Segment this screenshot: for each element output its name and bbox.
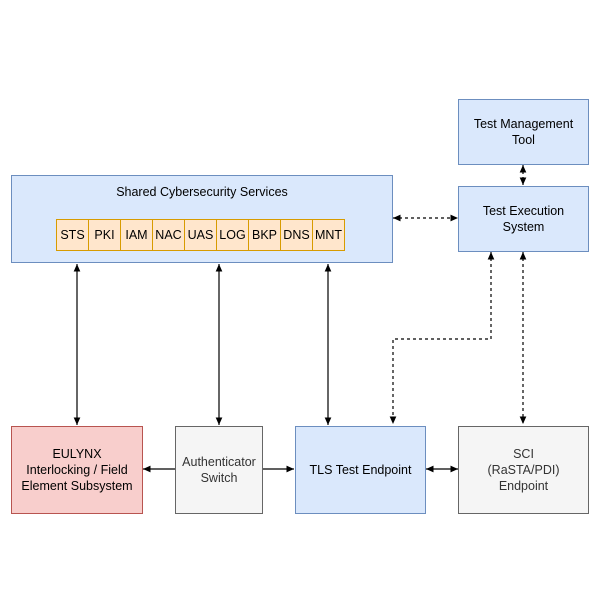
services-row: STS PKI IAM NAC UAS LOG BKP DNS MNT xyxy=(56,219,345,251)
service-mnt[interactable]: MNT xyxy=(312,219,345,251)
service-nac[interactable]: NAC xyxy=(152,219,185,251)
sci-endpoint-node[interactable]: SCI (RaSTA/PDI) Endpoint xyxy=(458,426,589,514)
test-management-tool-node[interactable]: Test Management Tool xyxy=(458,99,589,165)
service-iam[interactable]: IAM xyxy=(120,219,153,251)
service-log[interactable]: LOG xyxy=(216,219,249,251)
service-pki[interactable]: PKI xyxy=(88,219,121,251)
shared-services-title: Shared Cybersecurity Services xyxy=(116,185,288,199)
edge-execution-tls xyxy=(389,252,495,424)
service-dns[interactable]: DNS xyxy=(280,219,313,251)
service-uas[interactable]: UAS xyxy=(184,219,217,251)
eulynx-subsystem-node[interactable]: EULYNX Interlocking / Field Element Subs… xyxy=(11,426,143,514)
tls-test-endpoint-node[interactable]: TLS Test Endpoint xyxy=(295,426,426,514)
test-execution-system-node[interactable]: Test Execution System xyxy=(458,186,589,252)
shared-cybersecurity-services-node[interactable]: Shared Cybersecurity Services STS PKI IA… xyxy=(11,175,393,263)
authenticator-switch-node[interactable]: Authenticator Switch xyxy=(175,426,263,514)
service-bkp[interactable]: BKP xyxy=(248,219,281,251)
service-sts[interactable]: STS xyxy=(56,219,89,251)
